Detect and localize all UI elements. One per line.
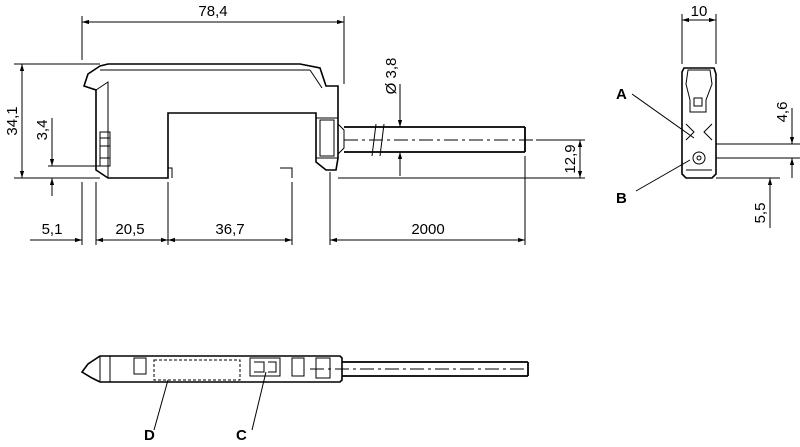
side-view: [82, 63, 535, 179]
dim-cable-diameter: Ø 3,8: [383, 58, 400, 95]
dim-section-a: 20,5: [115, 221, 144, 238]
side-view-dimensions: 78,4 34,1 3,4 Ø 3,8 12,9 5,1 20,5 3: [4, 3, 585, 245]
dim-end-lower: 5,5: [752, 203, 769, 224]
dim-offset-left: 5,1: [42, 221, 63, 238]
dim-cable-axis-height: 12,9: [562, 144, 579, 173]
dim-height: 34,1: [4, 106, 21, 135]
dim-section-b: 36,7: [215, 221, 244, 238]
callout-c: C: [236, 427, 247, 444]
dim-latch-height: 3,4: [34, 120, 51, 141]
callout-d: D: [144, 427, 155, 444]
dim-end-upper: 4,6: [774, 102, 791, 123]
top-view: D C: [80, 355, 529, 444]
dim-overall-length: 78,4: [198, 3, 227, 20]
callout-b: B: [616, 190, 627, 207]
end-view: [681, 67, 717, 179]
end-view-dimensions: 10 4,6 5,5 A B: [616, 3, 800, 228]
callout-a: A: [616, 86, 627, 103]
dim-cable-length: 2000: [411, 221, 444, 238]
dim-width: 10: [691, 3, 708, 20]
